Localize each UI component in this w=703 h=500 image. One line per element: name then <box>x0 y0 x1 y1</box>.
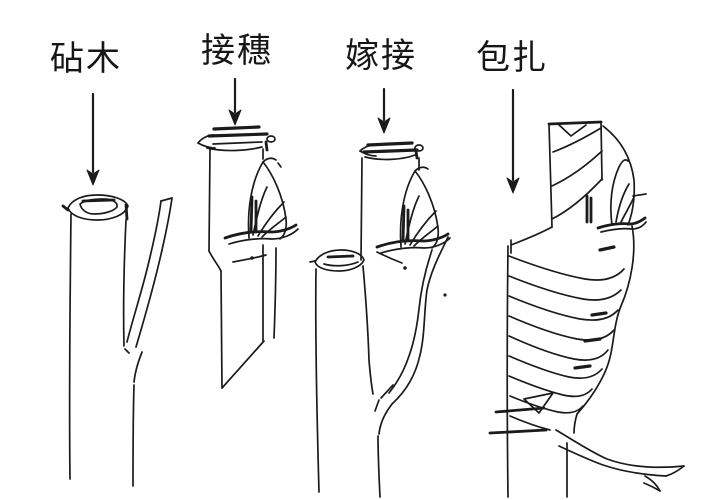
step-label-rootstock: 砧木 <box>50 41 122 78</box>
binding-figure <box>488 120 685 498</box>
step-label-binding: 包扎 <box>476 40 548 77</box>
arrow-down-icon <box>377 87 391 134</box>
step-label-scion: 接穗 <box>201 33 273 70</box>
step-label-grafting: 嫁接 <box>345 38 417 75</box>
stray-mark <box>443 293 447 297</box>
arrow-down-icon <box>86 92 100 186</box>
grafting-figure <box>309 141 451 498</box>
arrow-down-icon <box>506 88 520 194</box>
scion-figure <box>197 125 299 389</box>
rootstock-figure <box>61 194 173 487</box>
arrow-down-icon <box>228 77 242 126</box>
